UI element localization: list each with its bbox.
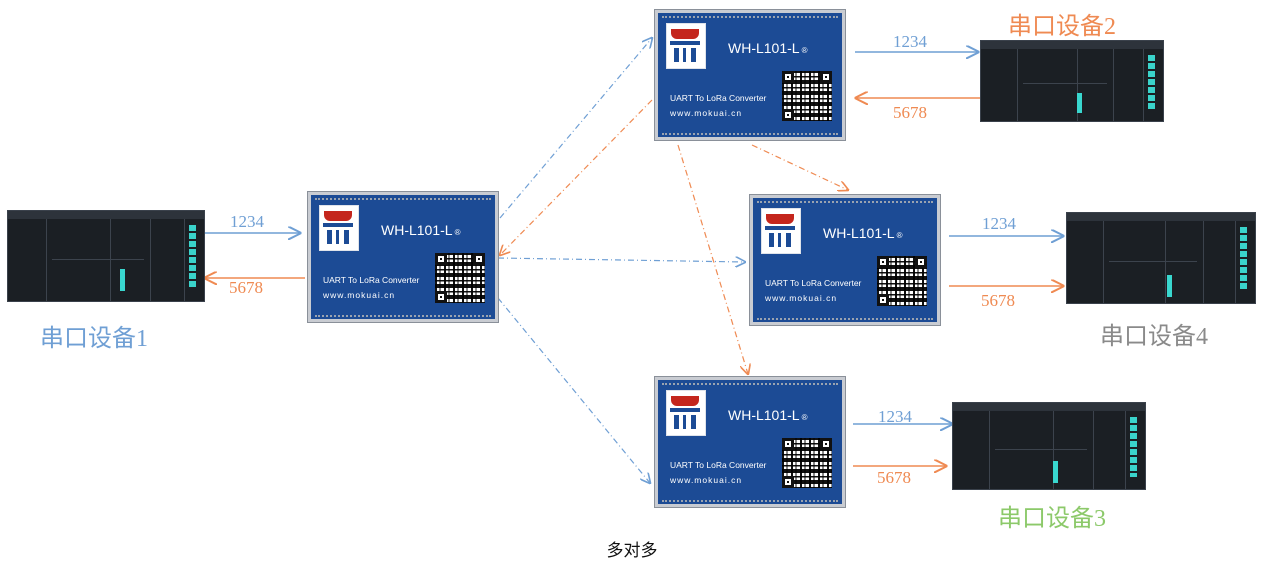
module-model: WH-L101-L (381, 222, 453, 238)
serial-device-4 (1066, 212, 1256, 304)
qr-code-icon (782, 438, 832, 488)
device-3-label: 串口设备3 (998, 506, 1106, 532)
module-url: www.mokuai.cn (323, 290, 396, 300)
d4-send-value: 1234 (982, 214, 1016, 233)
d3-recv-value: 5678 (877, 468, 911, 487)
module-desc: UART To LoRa Converter (323, 275, 420, 285)
module-desc: UART To LoRa Converter (765, 278, 862, 288)
registered-mark: ® (454, 228, 461, 237)
link-m1-m3 (497, 297, 650, 483)
usr-logo-icon (761, 208, 801, 254)
link-m1-m2 (499, 38, 652, 219)
module-model: WH-L101-L (728, 407, 800, 423)
registered-mark: ® (801, 46, 808, 55)
usr-logo-icon (666, 23, 706, 69)
d2-recv-value: 5678 (893, 103, 927, 122)
d1-send-value: 1234 (230, 212, 264, 231)
device-1-label: 串口设备1 (40, 326, 148, 352)
qr-code-icon (782, 71, 832, 121)
lora-module-4: WH-L101-L® UART To LoRa Converter www.mo… (750, 195, 940, 325)
usr-logo-icon (666, 390, 706, 436)
diagram-caption: 多对多 (606, 541, 658, 561)
module-model: WH-L101-L (823, 225, 895, 241)
usr-logo-icon (319, 205, 359, 251)
lora-module-2: WH-L101-L® UART To LoRa Converter www.mo… (655, 10, 845, 140)
registered-mark: ® (896, 231, 903, 240)
module-desc: UART To LoRa Converter (670, 460, 767, 470)
serial-device-1 (7, 210, 205, 302)
registered-mark: ® (801, 413, 808, 422)
lora-module-3: WH-L101-L® UART To LoRa Converter www.mo… (655, 377, 845, 507)
serial-device-3 (952, 402, 1146, 490)
device-2-label: 串口设备2 (1008, 14, 1116, 40)
d3-send-value: 1234 (878, 407, 912, 426)
link-m2-m3 (677, 144, 748, 374)
link-m2-m4 (751, 144, 848, 190)
device-4-label: 串口设备4 (1100, 324, 1208, 350)
module-url: www.mokuai.cn (670, 108, 743, 118)
link-m1-m4 (497, 258, 745, 262)
link-m2-m1 (500, 99, 653, 255)
d1-recv-value: 5678 (229, 278, 263, 297)
lora-module-1: WH-L101-L® UART To LoRa Converter www.mo… (308, 192, 498, 322)
module-url: www.mokuai.cn (670, 475, 743, 485)
qr-code-icon (435, 253, 485, 303)
qr-code-icon (877, 256, 927, 306)
module-url: www.mokuai.cn (765, 293, 838, 303)
d2-send-value: 1234 (893, 32, 927, 51)
d4-recv-value: 5678 (981, 291, 1015, 310)
module-model: WH-L101-L (728, 40, 800, 56)
module-desc: UART To LoRa Converter (670, 93, 767, 103)
serial-device-2 (980, 40, 1164, 122)
